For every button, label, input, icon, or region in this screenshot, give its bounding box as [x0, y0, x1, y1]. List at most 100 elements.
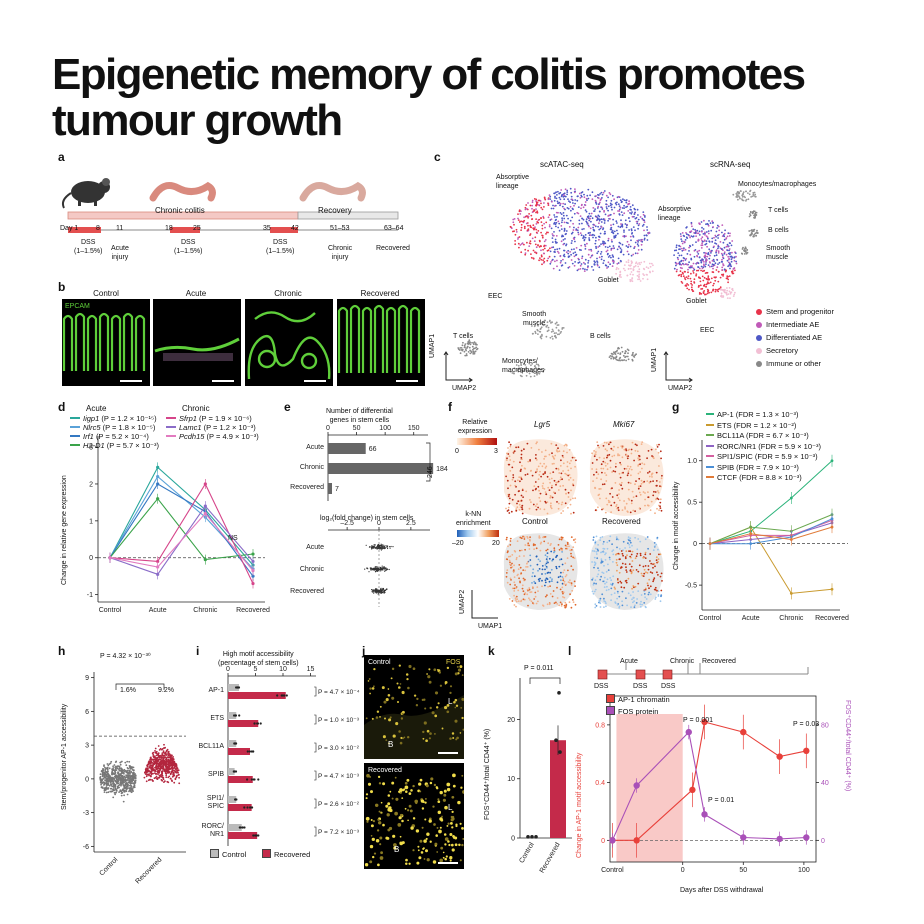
cell-point: [126, 769, 129, 772]
cell-point: [613, 260, 615, 263]
cell-point: [515, 228, 518, 231]
cell-point: [567, 491, 570, 494]
cell-point: [535, 198, 538, 201]
cell-point: [594, 239, 597, 242]
cell-point: [619, 271, 622, 274]
cell-point: [595, 245, 597, 248]
cell-point: [617, 257, 620, 260]
cell-point: [639, 540, 642, 543]
cell-point: [621, 562, 624, 565]
cell-point: [557, 507, 560, 510]
cell-point: [592, 536, 595, 539]
cell-point: [641, 238, 643, 241]
cell-point: [509, 537, 512, 540]
cell-point: [621, 224, 624, 227]
cell-point: [645, 234, 648, 237]
cell-point: [598, 456, 601, 459]
cell-point: [523, 216, 525, 219]
cell-point: [118, 774, 121, 777]
cell-point: [543, 458, 545, 460]
cell-point: [625, 350, 627, 353]
cell-point: [623, 199, 626, 201]
replicate-dot: [246, 750, 249, 753]
cell-point: [586, 194, 589, 197]
cell-point: [150, 767, 152, 769]
cell-point: [103, 783, 106, 786]
cell-point: [592, 583, 595, 586]
cell-point: [540, 254, 543, 257]
cell-point: [567, 569, 569, 572]
cell-point: [628, 229, 630, 231]
cell-point: [712, 258, 715, 261]
cell-point: [550, 246, 553, 249]
cell-point: [520, 468, 522, 471]
cell-point: [652, 264, 654, 267]
cell-point: [518, 221, 521, 223]
cell-point: [661, 474, 663, 477]
cell-point: [584, 201, 587, 203]
cell-point: [685, 257, 688, 260]
cell-point: [594, 486, 596, 489]
category-label: SPIB: [208, 771, 224, 778]
cell-point: [563, 221, 566, 224]
cell-point: [517, 238, 519, 240]
replicate-dot: [248, 750, 251, 753]
cell-point: [597, 573, 600, 576]
cell-point: [473, 351, 475, 354]
cell-point: [459, 352, 462, 355]
cell-point: [129, 774, 131, 777]
cell-point: [688, 288, 690, 291]
legend-item: Intermediate AE: [756, 320, 819, 329]
cell-point: [114, 783, 117, 786]
cell-point: [641, 467, 643, 470]
cell-point: [626, 348, 629, 351]
cell-point: [515, 595, 518, 598]
cell-point: [712, 263, 715, 266]
cell-point: [726, 245, 729, 248]
cell-point: [531, 199, 534, 202]
cell-point: [574, 497, 577, 500]
cell-point: [629, 273, 632, 276]
cell-point: [631, 211, 633, 213]
cell-point: [557, 489, 560, 491]
cell-point: [596, 264, 599, 267]
cell-point: [628, 448, 631, 451]
cell-point: [719, 247, 722, 250]
cell-point: [624, 269, 626, 272]
cell-point: [601, 197, 603, 199]
cell-point: [596, 252, 599, 255]
cell-point: [167, 756, 170, 759]
umap-label: Absorptive lineage: [658, 206, 692, 222]
cell-point: [675, 264, 677, 267]
axis-label: UMAP1: [429, 333, 436, 358]
cell-point: [550, 486, 553, 489]
cell-point: [555, 556, 557, 558]
cell-point: [614, 470, 617, 473]
cell-point: [536, 210, 539, 213]
cell-point: [573, 264, 576, 267]
cell-point: [624, 547, 626, 549]
cell-point: [517, 479, 519, 482]
cell-point: [567, 581, 570, 583]
cell-point: [577, 268, 580, 271]
cell-point: [532, 249, 535, 252]
cell-point: [698, 256, 701, 259]
cell-point: [171, 762, 174, 765]
cell-point: [648, 481, 651, 484]
cell-point: [647, 504, 650, 507]
cell-point: [602, 572, 605, 574]
cell-point: [164, 753, 167, 755]
cell-point: [660, 457, 662, 460]
cell-point: [540, 249, 542, 252]
cell-point: [581, 255, 584, 258]
cell-point: [516, 369, 519, 372]
cell-point: [604, 461, 607, 464]
cell-point: [734, 269, 736, 272]
cell-point: [153, 760, 155, 763]
cell-point: [538, 496, 541, 499]
cell-point: [606, 585, 608, 588]
cell-point: [619, 247, 622, 250]
cell-point: [698, 267, 701, 270]
cell-point: [632, 268, 635, 270]
event-label: DSS (1–1.5%): [74, 239, 103, 255]
